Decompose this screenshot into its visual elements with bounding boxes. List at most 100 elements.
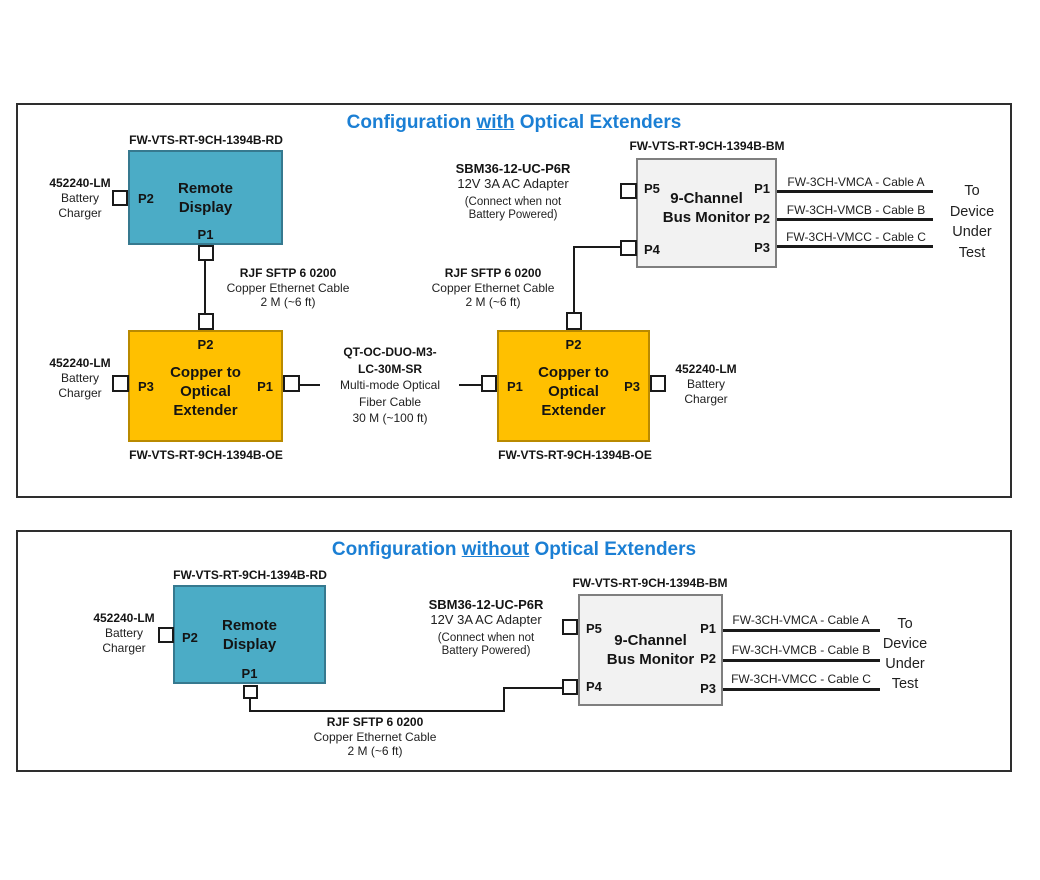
extender-title-line2: Optical <box>548 382 599 400</box>
device-under-test-label: To Device Under Test <box>867 614 943 694</box>
adapter-part-number: SBM36-12-UC-P6R <box>428 597 544 612</box>
cable-type: Copper Ethernet Cable <box>431 280 555 295</box>
cable-length: 2 M (~6 ft) <box>347 744 403 758</box>
port-label-p2: P2 <box>700 651 716 666</box>
extender-right-part-number: FW-VTS-RT-9CH-1394B-OE <box>498 448 652 462</box>
dut-text: To <box>897 616 913 632</box>
cable-length: 2 M (~6 ft) <box>465 295 521 309</box>
adapter-note: Battery Powered) <box>441 645 531 657</box>
extender-title-line1: Copper to <box>170 363 241 381</box>
extender-left-p2-port <box>198 313 214 330</box>
remote-display-part-number: FW-VTS-RT-9CH-1394B-RD <box>129 133 283 147</box>
cable-part-number: LC-30M-SR <box>357 361 422 376</box>
extender-left-p3-port <box>112 375 129 392</box>
battery-text: Charger <box>58 206 102 220</box>
panel-without-title: Configuration without Optical Extenders <box>16 539 1012 561</box>
port-label-p5: P5 <box>644 181 660 196</box>
ethernet-wire-horizontal <box>573 246 620 248</box>
battery-text: Charger <box>684 392 728 406</box>
title-text: Optical Extenders <box>514 112 682 133</box>
port-label-p4: P4 <box>586 679 602 694</box>
battery-charger-label: 452240-LM Battery Charger <box>666 362 746 407</box>
adapter-note: (Connect when not <box>437 632 535 644</box>
cable-length: 2 M (~6 ft) <box>260 295 316 309</box>
port-label-p1: P1 <box>700 621 716 636</box>
fiber-cable-label: QT-OC-DUO-M3- LC-30M-SR Multi-mode Optic… <box>320 344 460 427</box>
title-emphasis: without <box>461 539 530 560</box>
bus-monitor-box: 9-Channel Bus Monitor P5 P4 P1 P2 P3 <box>578 594 723 706</box>
cable-a-label: FW-3CH-VMCA - Cable A <box>732 613 870 627</box>
port-label-p1: P1 <box>507 379 523 394</box>
battery-text: Battery <box>104 626 143 640</box>
battery-text: Charger <box>58 386 102 400</box>
extender-title-line2: Optical <box>180 382 231 400</box>
bus-monitor-p5-port <box>620 183 637 199</box>
battery-part-number: 452240-LM <box>49 356 111 370</box>
port-label-p1: P1 <box>257 379 273 394</box>
dut-text: Test <box>958 244 986 261</box>
title-text: Optical Extenders <box>529 539 697 560</box>
cable-part-number: RJF SFTP 6 0200 <box>239 266 337 280</box>
battery-part-number: 452240-LM <box>93 611 155 625</box>
remote-display-title-line1: Remote <box>177 179 233 197</box>
title-emphasis: with <box>476 112 515 133</box>
battery-part-number: 452240-LM <box>675 362 737 376</box>
adapter-description: 12V 3A AC Adapter <box>430 612 542 627</box>
cable-part-number: RJF SFTP 6 0200 <box>444 266 542 280</box>
port-label-p3: P3 <box>138 379 154 394</box>
remote-display-p1-port <box>243 685 258 699</box>
ac-adapter-label: SBM36-12-UC-P6R 12V 3A AC Adapter (Conne… <box>437 161 589 222</box>
battery-text: Battery <box>60 191 99 205</box>
extender-title-line3: Extender <box>541 401 606 419</box>
adapter-description: 12V 3A AC Adapter <box>457 176 569 191</box>
adapter-note: (Connect when not <box>464 196 562 208</box>
port-label-p1: P1 <box>241 666 258 681</box>
extender-left-box: P2 Copper to Optical Extender P3 P1 <box>128 330 283 442</box>
dut-text: Test <box>891 676 919 692</box>
cable-part-number: QT-OC-DUO-M3- <box>343 345 437 359</box>
title-text: Configuration <box>331 539 462 560</box>
dut-text: Under <box>885 656 925 672</box>
extender-right-p1-port <box>481 375 497 392</box>
bus-monitor-box: 9-Channel Bus Monitor P5 P4 P1 P2 P3 <box>636 158 777 268</box>
remote-display-box: Remote Display P2 P1 <box>173 585 326 684</box>
cable-b-wire <box>777 218 933 221</box>
bus-monitor-part-number: FW-VTS-RT-9CH-1394B-BM <box>572 576 728 590</box>
ethernet-wire-horizontal <box>503 687 562 689</box>
bus-monitor-title-line2: Bus Monitor <box>662 209 751 226</box>
cable-type: Copper Ethernet Cable <box>313 729 437 744</box>
port-label-p2: P2 <box>197 337 214 352</box>
cable-b-label: FW-3CH-VMCB - Cable B <box>786 203 926 217</box>
extender-right-box: P2 Copper to Optical Extender P1 P3 <box>497 330 650 442</box>
extender-left-part-number: FW-VTS-RT-9CH-1394B-OE <box>129 448 283 462</box>
cable-a-wire <box>777 190 933 193</box>
dut-text: Under <box>952 224 992 240</box>
cable-part-number: RJF SFTP 6 0200 <box>326 715 424 729</box>
device-under-test-label: To Device Under Test <box>934 181 1010 263</box>
remote-display-title-line1: Remote <box>221 616 277 634</box>
bus-monitor-p5-port <box>562 619 578 635</box>
extender-title-line3: Extender <box>173 401 238 419</box>
battery-text: Battery <box>686 377 725 391</box>
remote-display-title-line2: Display <box>178 198 233 216</box>
extender-right-p2-port <box>566 312 582 330</box>
cable-c-wire <box>723 688 880 691</box>
adapter-note: Battery Powered) <box>468 209 558 221</box>
bus-monitor-title-line2: Bus Monitor <box>606 651 695 668</box>
cable-length: 30 M (~100 ft) <box>352 411 428 425</box>
cable-type: Copper Ethernet Cable <box>226 280 350 295</box>
extender-left-p1-port <box>283 375 300 392</box>
fiber-wire-right <box>459 384 481 386</box>
bus-monitor-part-number: FW-VTS-RT-9CH-1394B-BM <box>629 139 785 153</box>
remote-display-part-number: FW-VTS-RT-9CH-1394B-RD <box>173 568 327 582</box>
bus-monitor-p4-port <box>620 240 637 256</box>
bus-monitor-p4-port <box>562 679 578 695</box>
ethernet-wire-vertical <box>503 687 505 712</box>
bus-monitor-title-line1: 9-Channel <box>670 190 743 207</box>
remote-display-title-line2: Display <box>222 635 277 653</box>
port-label-p2: P2 <box>754 211 770 226</box>
fiber-wire-left <box>300 384 320 386</box>
remote-display-p2-port <box>158 627 174 643</box>
port-label-p1: P1 <box>197 227 214 242</box>
